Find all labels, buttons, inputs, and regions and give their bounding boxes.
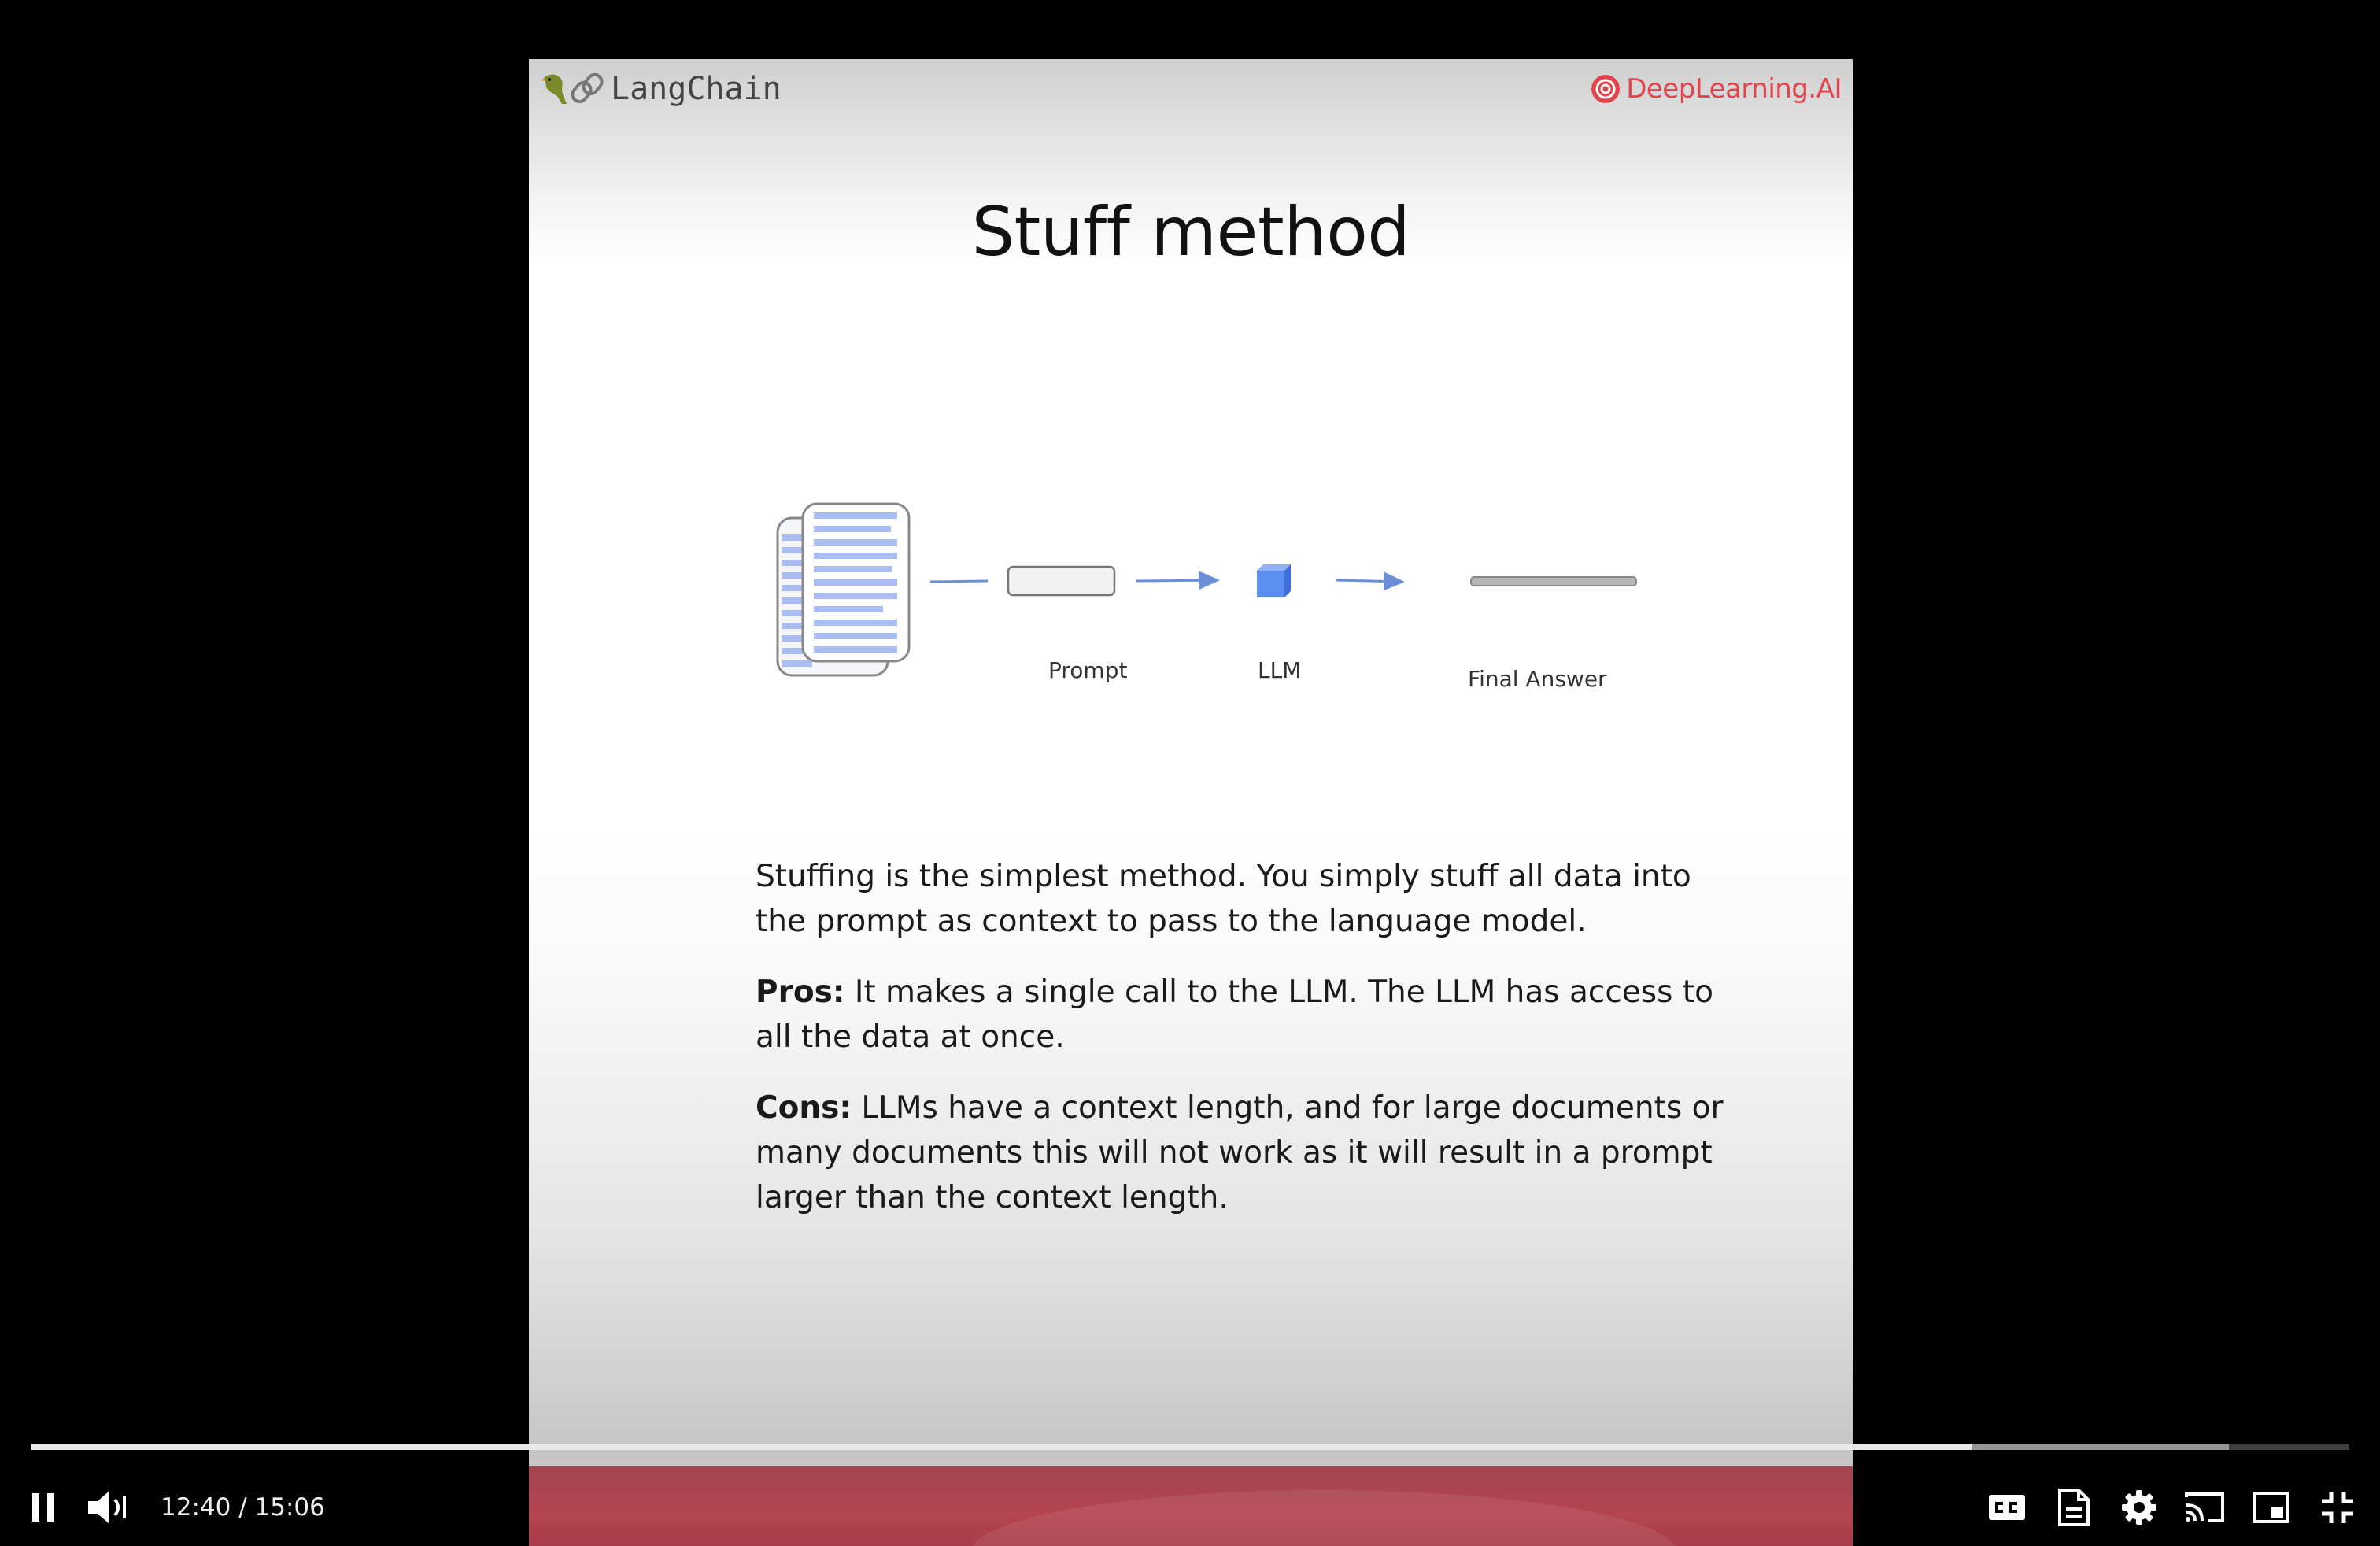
llm-label: LLM bbox=[1258, 657, 1302, 683]
exit-fullscreen-button[interactable] bbox=[2314, 1480, 2361, 1535]
cons-text: LLMs have a context length, and for larg… bbox=[756, 1090, 1724, 1215]
time-separator: / bbox=[231, 1493, 255, 1522]
player-controls: 12:40 / 15:06 bbox=[0, 1480, 2380, 1535]
deeplearning-icon bbox=[1591, 75, 1621, 103]
pause-icon bbox=[32, 1493, 54, 1522]
slide-body: Stuffing is the simplest method. You sim… bbox=[756, 854, 1747, 1246]
slide-title: Stuff method bbox=[971, 193, 1410, 272]
settings-icon bbox=[2122, 1490, 2156, 1525]
transcript-icon bbox=[2058, 1489, 2090, 1526]
cons-paragraph: Cons: LLMs have a context length, and fo… bbox=[756, 1086, 1747, 1220]
miniplayer-button[interactable] bbox=[2247, 1480, 2294, 1535]
pros-paragraph: Pros: It makes a single call to the LLM.… bbox=[756, 970, 1747, 1060]
settings-button[interactable] bbox=[2116, 1480, 2163, 1535]
seek-bar[interactable] bbox=[31, 1441, 2349, 1452]
parrot-chain-icon bbox=[541, 72, 604, 104]
duration: 15:06 bbox=[254, 1493, 325, 1522]
stuff-method-diagram bbox=[776, 502, 1637, 677]
cons-label: Cons: bbox=[756, 1090, 852, 1126]
prompt-box bbox=[1007, 565, 1116, 597]
langchain-logo: LangChain bbox=[540, 65, 782, 113]
exit-fullscreen-icon bbox=[2322, 1492, 2353, 1523]
deeplearning-logo: DeepLearning.AI bbox=[1590, 65, 1842, 113]
captions-icon bbox=[1989, 1495, 2025, 1520]
pros-text: It makes a single call to the LLM. The L… bbox=[756, 975, 1713, 1055]
documents-icon bbox=[776, 502, 911, 677]
cast-button[interactable] bbox=[2181, 1480, 2228, 1535]
final-answer-bar bbox=[1470, 576, 1637, 586]
langchain-wordmark: LangChain bbox=[611, 71, 782, 107]
captions-button[interactable] bbox=[1983, 1480, 2031, 1535]
prompt-label: Prompt bbox=[1048, 657, 1128, 683]
video-frame[interactable]: LangChain DeepLearning.AI Stuff method bbox=[529, 59, 1853, 1546]
llm-cube-icon bbox=[1257, 564, 1291, 597]
cast-icon bbox=[2185, 1492, 2224, 1522]
volume-icon bbox=[88, 1492, 126, 1523]
current-time: 12:40 bbox=[161, 1493, 231, 1522]
pause-button[interactable] bbox=[24, 1480, 63, 1535]
intro-paragraph: Stuffing is the simplest method. You sim… bbox=[756, 859, 1691, 939]
final-answer-label: Final Answer bbox=[1468, 666, 1607, 692]
pros-label: Pros: bbox=[756, 975, 845, 1010]
time-display: 12:40 / 15:06 bbox=[161, 1480, 325, 1535]
transcript-button[interactable] bbox=[2050, 1480, 2097, 1535]
miniplayer-icon bbox=[2252, 1492, 2289, 1523]
played-bar bbox=[31, 1444, 1972, 1450]
slide-footer-band bbox=[529, 1466, 1853, 1546]
mute-button[interactable] bbox=[85, 1480, 132, 1535]
deeplearning-wordmark: DeepLearning.AI bbox=[1626, 73, 1842, 105]
